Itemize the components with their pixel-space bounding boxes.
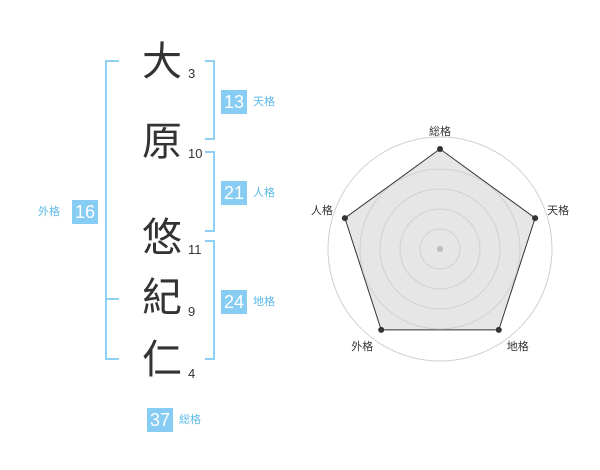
chikaku-label: 地格 bbox=[253, 295, 275, 308]
radar-axis-label: 外格 bbox=[351, 339, 373, 353]
radar-grid-ring bbox=[419, 228, 461, 270]
radar-grid-ring bbox=[399, 208, 481, 290]
radar-data-point bbox=[495, 326, 502, 333]
radar-center-point bbox=[437, 246, 443, 252]
radar-axis-label: 地格 bbox=[507, 339, 529, 353]
jinkaku-value: 21 bbox=[221, 181, 247, 205]
name-character-3: 悠 bbox=[142, 215, 182, 261]
radar-axis-label: 人格 bbox=[311, 203, 333, 217]
radar-grid-ring bbox=[359, 168, 521, 330]
radar-data-point bbox=[532, 215, 539, 222]
stroke-count-5: 4 bbox=[188, 366, 196, 381]
gaikaku-bracket-tick bbox=[105, 298, 119, 300]
name-character-4: 紀 bbox=[142, 275, 182, 321]
chikaku-bracket bbox=[205, 240, 215, 360]
name-character-5: 仁 bbox=[142, 337, 182, 383]
tenkaku-bracket bbox=[205, 60, 215, 140]
radar-data-point bbox=[437, 146, 443, 152]
soukaku-value: 37 bbox=[147, 408, 173, 432]
jinkaku-bracket bbox=[205, 151, 215, 232]
radar-outer-ring bbox=[327, 136, 553, 362]
stroke-count-4: 9 bbox=[188, 304, 196, 319]
radar-data-point bbox=[378, 326, 385, 333]
gaikaku-label: 外格 bbox=[38, 205, 60, 218]
stroke-count-1: 3 bbox=[188, 66, 196, 81]
tenkaku-value: 13 bbox=[221, 90, 247, 114]
gaikaku-value: 16 bbox=[72, 200, 98, 224]
radar-grid-ring bbox=[379, 188, 501, 310]
stroke-count-2: 10 bbox=[188, 146, 203, 161]
gaikaku-bracket bbox=[105, 60, 119, 360]
radar-data-polygon bbox=[344, 148, 536, 331]
soukaku-label: 総格 bbox=[179, 413, 201, 426]
stroke-count-3: 11 bbox=[188, 242, 202, 257]
radar-data-point bbox=[341, 215, 348, 222]
name-character-2: 原 bbox=[142, 119, 182, 165]
radar-axis-label: 天格 bbox=[547, 203, 569, 217]
chikaku-value: 24 bbox=[221, 290, 247, 314]
tenkaku-label: 天格 bbox=[253, 95, 275, 108]
radar-axis-label: 総格 bbox=[429, 124, 451, 138]
jinkaku-label: 人格 bbox=[253, 186, 275, 199]
name-character-1: 大 bbox=[142, 39, 182, 85]
